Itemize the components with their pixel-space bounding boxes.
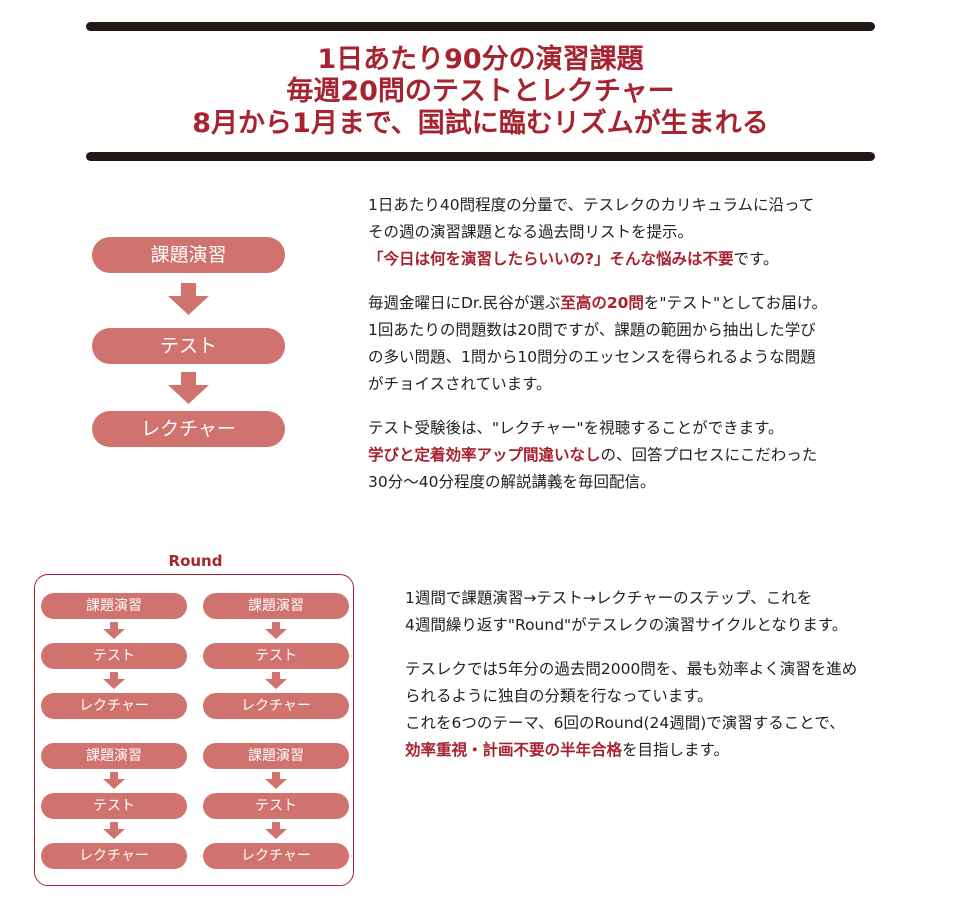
top-rule [86, 22, 875, 31]
desc1-line: 30分〜40分程度の解説講義を毎回配信。 [368, 473, 656, 491]
flow-step-test: テスト [92, 328, 285, 364]
round-step-lecture: レクチャー [203, 693, 349, 719]
highlight-text: 至高の20問 [560, 294, 644, 312]
round-step-task: 課題演習 [203, 593, 349, 619]
round-step-lecture: レクチャー [41, 843, 187, 869]
desc1-line: 学びと定着効率アップ間違いなしの、回答プロセスにこだわった [368, 442, 827, 469]
round-step-test: テスト [41, 643, 187, 669]
desc2-line: 4週間繰り返す"Round"がテスレクの演習サイクルとなります。 [405, 616, 848, 634]
desc1-line: がチョイスされています。 [368, 375, 552, 393]
round-step-task: 課題演習 [41, 593, 187, 619]
headline: 1日あたり90分の演習課題 毎週20問のテストとレクチャー 8月から1月まで、国… [0, 44, 961, 140]
desc1-line: の多い問題、1問から10問分のエッセンスを得られるような問題 [368, 348, 816, 366]
highlight-text: 「今日は何を演習したらいいの?」そんな悩みは不要 [368, 250, 734, 268]
headline-line-2: 毎週20問のテストとレクチャー [286, 76, 675, 107]
down-arrow-icon [265, 822, 287, 839]
desc1-text: を"テスト"としてお届け。 [643, 294, 827, 312]
desc2-text: を目指します。 [622, 741, 729, 759]
bottom-rule [86, 152, 875, 161]
down-arrow-icon [168, 372, 209, 404]
desc1-text: の、回答プロセスにこだわった [600, 446, 818, 464]
desc2-line: これを6つのテーマ、6回のRound(24週間)で演習することで、 [405, 714, 845, 732]
desc1-text: 毎週金曜日にDr.民谷が選ぶ [368, 294, 561, 312]
headline-line-1: 1日あたり90分の演習課題 [317, 44, 644, 75]
round-step-test: テスト [41, 793, 187, 819]
down-arrow-icon [103, 772, 125, 789]
round-step-task: 課題演習 [41, 743, 187, 769]
description-2: 1週間で課題演習→テスト→レクチャーのステップ、これを 4週間繰り返す"Roun… [405, 585, 857, 764]
desc1-line: テスト受験後は、"レクチャー"を視聴することができます。 [368, 419, 784, 437]
round-step-test: テスト [203, 643, 349, 669]
round-step-test: テスト [203, 793, 349, 819]
round-step-task: 課題演習 [203, 743, 349, 769]
down-arrow-icon [103, 672, 125, 689]
flow-step-lecture: レクチャー [92, 411, 285, 447]
desc1-line: 「今日は何を演習したらいいの?」そんな悩みは不要です。 [368, 246, 827, 273]
round-box [34, 574, 354, 886]
desc1-line: その週の演習課題となる過去問リストを提示。 [368, 223, 694, 241]
desc1-line: 毎週金曜日にDr.民谷が選ぶ至高の20問を"テスト"としてお届け。 [368, 290, 827, 317]
desc1-line: 1回あたりの問題数は20問ですが、課題の範囲から抽出した学び [368, 321, 816, 339]
down-arrow-icon [103, 622, 125, 639]
highlight-text: 学びと定着効率アップ間違いなし [368, 446, 601, 464]
headline-line-3: 8月から1月まで、国試に臨むリズムが生まれる [192, 108, 769, 139]
desc2-line: 効率重視・計画不要の半年合格を目指します。 [405, 737, 857, 764]
flow-step-task: 課題演習 [92, 237, 285, 273]
desc2-line: テスレクでは5年分の過去問2000問を、最も効率よく演習を進め [405, 660, 858, 678]
desc2-line: 1週間で課題演習→テスト→レクチャーのステップ、これを [405, 589, 813, 607]
down-arrow-icon [103, 822, 125, 839]
round-step-lecture: レクチャー [203, 843, 349, 869]
down-arrow-icon [265, 622, 287, 639]
down-arrow-icon [265, 672, 287, 689]
highlight-text: 効率重視・計画不要の半年合格 [405, 741, 623, 759]
description-1: 1日あたり40問程度の分量で、テスレクのカリキュラムに沿って その週の演習課題と… [368, 192, 827, 496]
desc1-text: です。 [733, 250, 779, 268]
desc2-line: られるように独自の分類を行なっています。 [405, 687, 713, 705]
desc1-line: 1日あたり40問程度の分量で、テスレクのカリキュラムに沿って [368, 196, 815, 214]
round-step-lecture: レクチャー [41, 693, 187, 719]
round-title: Round [168, 552, 223, 570]
down-arrow-icon [265, 772, 287, 789]
down-arrow-icon [168, 283, 209, 315]
